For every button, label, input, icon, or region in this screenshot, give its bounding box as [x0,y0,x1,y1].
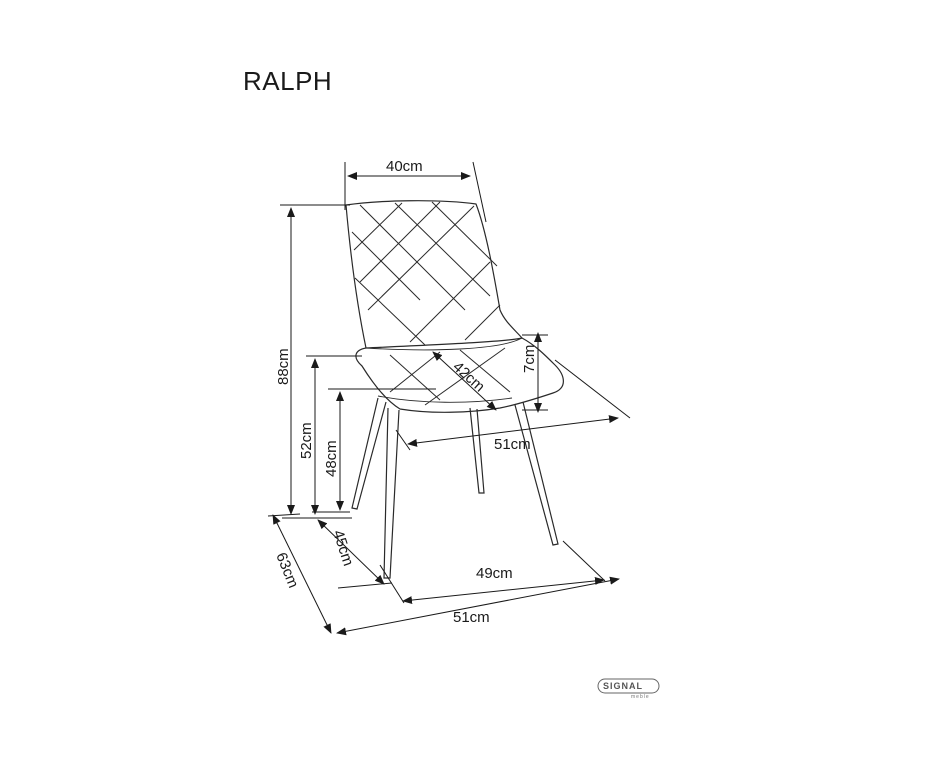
quilt-pattern [351,201,511,406]
leg-back-left [351,397,387,510]
chair-outline [345,200,564,413]
chair-legs [351,397,559,579]
logo-subtext: meble [631,694,650,700]
label-backrest-offset: 7cm [521,345,538,373]
label-leg-width: 49cm [476,565,513,582]
signal-logo: SIGNAL meble [597,678,660,700]
leg-front-left [383,407,400,579]
leg-back-right [469,407,485,494]
label-seat-width: 51cm [494,436,531,453]
product-title: RALPH [243,66,333,96]
label-leg-height: 48cm [323,440,340,477]
label-total-width: 51cm [453,609,490,626]
label-total-height: 88cm [275,348,292,385]
backrest [345,200,523,349]
logo-text: SIGNAL [603,681,643,691]
label-total-depth: 63cm [272,550,302,590]
label-leg-depth: 45cm [329,528,357,568]
dimension-lines [267,161,631,636]
leg-front-right [514,401,559,546]
label-top-width: 40cm [386,158,423,175]
label-seat-height: 52cm [298,422,315,459]
